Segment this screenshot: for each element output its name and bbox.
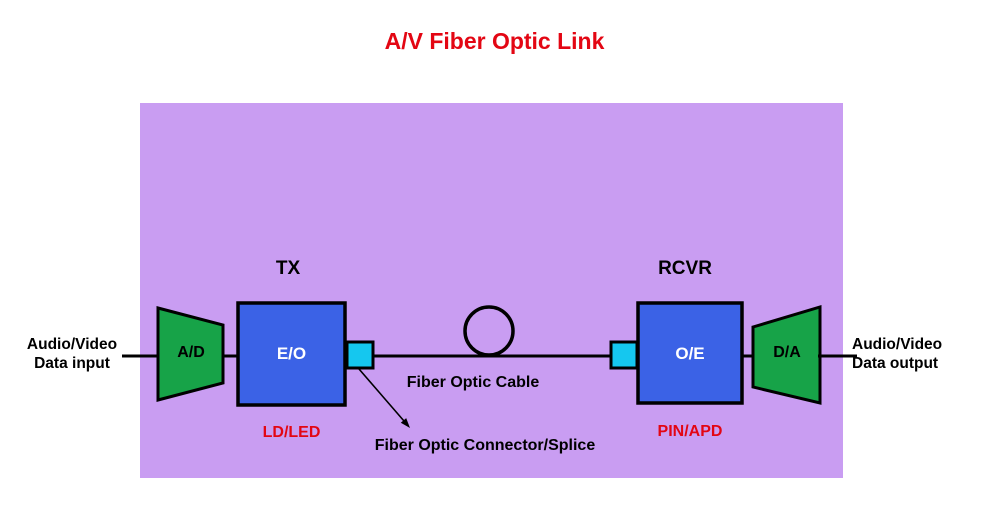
- oe-block: [636, 301, 744, 405]
- connector-splice-label: Fiber Optic Connector/Splice: [374, 437, 596, 454]
- tx-section-label: TX: [275, 258, 301, 279]
- eo-label: E/O: [276, 344, 307, 363]
- link-panel: [140, 103, 843, 478]
- ld-led-label: LD/LED: [262, 424, 321, 441]
- input-text-line2: Data input: [34, 355, 110, 372]
- right-connector-square: [609, 340, 639, 370]
- fiber-loop: [463, 305, 515, 357]
- input-text-line1: Audio/Video: [26, 336, 118, 353]
- oe-label: O/E: [675, 344, 705, 363]
- output-text-line2: Data output: [852, 355, 939, 372]
- dac-label: D/A: [773, 344, 801, 361]
- pin-apd-label: PIN/APD: [657, 423, 723, 440]
- adc-trapezoid: [156, 306, 225, 402]
- rcvr-section-label: RCVR: [658, 258, 712, 279]
- fiber-cable-label: Fiber Optic Cable: [406, 374, 540, 391]
- page-title: A/V Fiber Optic Link: [384, 28, 605, 54]
- left-connector-square: [345, 340, 375, 370]
- connector-arrow-line: [358, 368, 405, 422]
- output-text-line1: Audio/Video: [852, 336, 943, 353]
- connector-arrow-head-icon: [400, 418, 410, 428]
- dac-trapezoid: [751, 304, 822, 405]
- adc-label: A/D: [177, 344, 205, 361]
- audio-video-output-text: Audio/Video Data output: [852, 335, 982, 373]
- audio-video-input-text: Audio/Video Data input: [20, 335, 124, 373]
- eo-block: [236, 301, 347, 407]
